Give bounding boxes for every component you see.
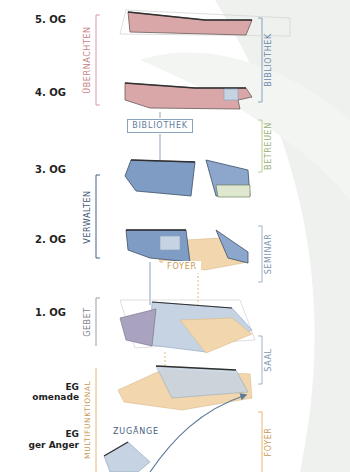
floor-sublabel: ger Anger [29, 441, 79, 450]
floor-label: 5. OG [35, 15, 66, 25]
floor-label: EG [65, 383, 79, 392]
area-label: BIBLIOTHEK [127, 119, 193, 133]
function-label: SAAL [265, 348, 273, 371]
floor-label: 1. OG [35, 308, 66, 318]
floor-5og [120, 10, 290, 36]
floor-4og [125, 83, 252, 109]
function-label: SEMINAR [265, 234, 273, 275]
floor-label: 2. OG [35, 235, 66, 245]
access-label: ZUGÄNGE [109, 426, 163, 438]
floor-label: EG [65, 430, 79, 439]
bracket-lines [96, 15, 262, 472]
function-label: VERWALTEN [84, 190, 92, 243]
floor-sublabel: omenade [32, 393, 79, 402]
floor-eg-promenade [118, 366, 252, 410]
access-arrow [150, 395, 246, 472]
floor-label: 3. OG [35, 165, 66, 175]
floor-label: 4. OG [35, 88, 66, 98]
floor-3og [125, 160, 250, 197]
function-label: BIBLIOTHEK [265, 33, 273, 87]
floor-eg-anger [104, 442, 150, 472]
function-label: BETREUEN [265, 122, 273, 170]
floor-1og [120, 300, 255, 353]
function-label: GEBET [84, 307, 92, 337]
function-label: FOYER [265, 428, 273, 457]
function-label: MULTIFUNKTIONAL [84, 381, 92, 459]
function-label: ÜBERNACHTEN [84, 26, 92, 93]
area-label: FOYER [163, 261, 201, 273]
